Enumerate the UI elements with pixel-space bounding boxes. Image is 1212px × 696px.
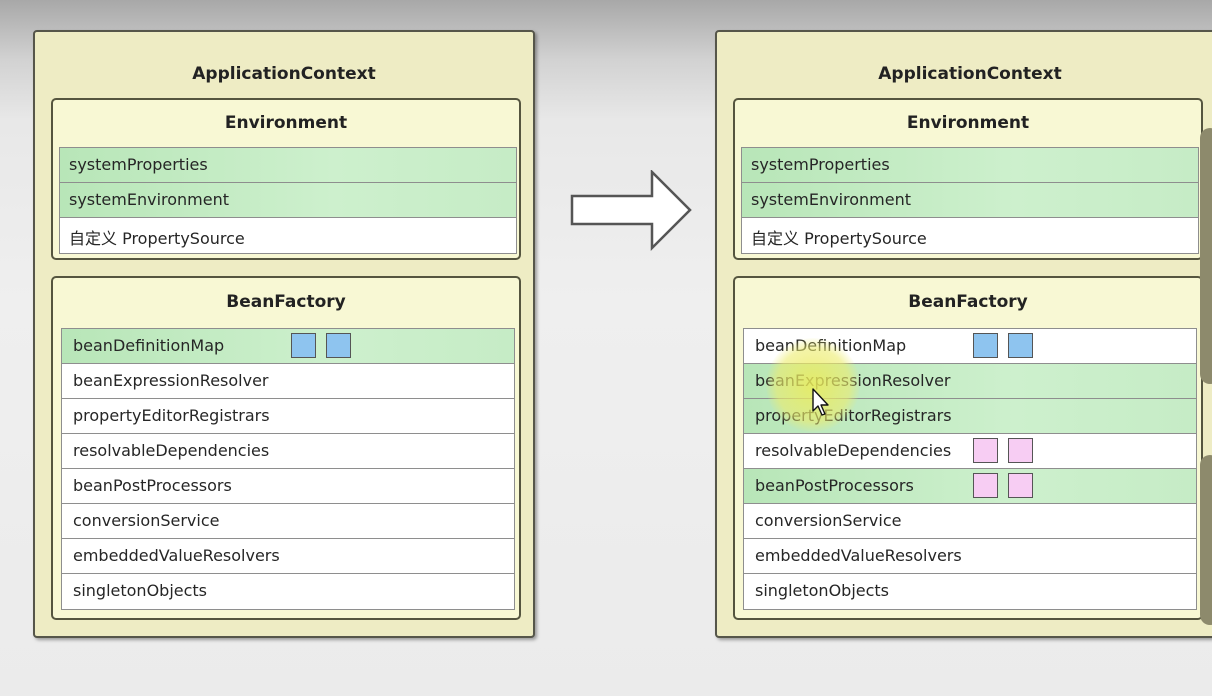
bf-row-embedded-value-resolvers: embeddedValueResolvers: [744, 539, 1196, 574]
application-context-title: ApplicationContext: [192, 64, 376, 84]
bean-definition-square: [291, 333, 316, 358]
mouse-cursor-icon: [812, 388, 832, 422]
row-label: beanDefinitionMap: [755, 336, 907, 355]
offscreen-shape: [1200, 128, 1212, 384]
row-label: beanPostProcessors: [73, 476, 232, 495]
row-label: 自定义 PropertySource: [751, 229, 927, 248]
bean-factory-title: BeanFactory: [908, 292, 1028, 312]
row-label: conversionService: [73, 511, 220, 530]
env-row-custom-property-source: 自定义 PropertySource: [742, 218, 1198, 253]
bf-row-singleton-objects: singletonObjects: [62, 574, 514, 609]
application-context-after: ApplicationContext Environment systemPro…: [715, 30, 1212, 638]
post-processor-square: [1008, 473, 1033, 498]
row-label: systemEnvironment: [751, 190, 912, 209]
bean-factory-group: BeanFactory beanDefinitionMap beanExpres…: [51, 276, 521, 620]
environment-group: Environment systemProperties systemEnvir…: [733, 98, 1203, 260]
row-label: resolvableDependencies: [73, 441, 270, 460]
bean-factory-group: BeanFactory beanDefinitionMap beanExpres…: [733, 276, 1203, 620]
environment-property-list: systemProperties systemEnvironment 自定义 P…: [741, 147, 1199, 254]
environment-title: Environment: [906, 113, 1030, 133]
row-label: resolvableDependencies: [755, 441, 952, 460]
dependency-square: [973, 438, 998, 463]
environment-title: Environment: [224, 113, 348, 133]
bean-factory-field-list: beanDefinitionMap beanExpressionResolver…: [61, 328, 515, 610]
row-label: conversionService: [755, 511, 902, 530]
env-row-system-environment: systemEnvironment: [742, 183, 1198, 218]
row-label: systemEnvironment: [69, 190, 230, 209]
row-label: systemProperties: [751, 155, 890, 174]
row-label: embeddedValueResolvers: [755, 546, 962, 565]
env-row-system-environment: systemEnvironment: [60, 183, 516, 218]
bf-row-bean-expression-resolver: beanExpressionResolver: [62, 364, 514, 399]
row-label: systemProperties: [69, 155, 208, 174]
env-row-system-properties: systemProperties: [742, 148, 1198, 183]
offscreen-shape: [1200, 455, 1212, 625]
bean-factory-field-list: beanDefinitionMap beanExpressionResolver…: [743, 328, 1197, 610]
post-processor-square: [973, 473, 998, 498]
row-label: embeddedValueResolvers: [73, 546, 280, 565]
bf-row-bean-definition-map: beanDefinitionMap: [744, 329, 1196, 364]
bf-row-bean-post-processors: beanPostProcessors: [744, 469, 1196, 504]
bean-definition-square: [326, 333, 351, 358]
bean-definition-square: [973, 333, 998, 358]
application-context-title: ApplicationContext: [878, 64, 1062, 84]
bf-row-bean-post-processors: beanPostProcessors: [62, 469, 514, 504]
bf-row-conversion-service: conversionService: [62, 504, 514, 539]
environment-property-list: systemProperties systemEnvironment 自定义 P…: [59, 147, 517, 254]
bf-row-property-editor-registrars: propertyEditorRegistrars: [62, 399, 514, 434]
row-label: beanExpressionResolver: [755, 371, 951, 390]
bf-row-resolvable-dependencies: resolvableDependencies: [744, 434, 1196, 469]
environment-group: Environment systemProperties systemEnvir…: [51, 98, 521, 260]
bf-row-conversion-service: conversionService: [744, 504, 1196, 539]
right-arrow-icon: [570, 168, 694, 256]
bf-row-embedded-value-resolvers: embeddedValueResolvers: [62, 539, 514, 574]
row-label: propertyEditorRegistrars: [755, 406, 952, 425]
bf-row-resolvable-dependencies: resolvableDependencies: [62, 434, 514, 469]
bf-row-singleton-objects: singletonObjects: [744, 574, 1196, 609]
row-label: singletonObjects: [755, 581, 890, 600]
env-row-system-properties: systemProperties: [60, 148, 516, 183]
row-label: beanExpressionResolver: [73, 371, 269, 390]
row-label: 自定义 PropertySource: [69, 229, 245, 248]
dependency-square: [1008, 438, 1033, 463]
row-label: beanDefinitionMap: [73, 336, 225, 355]
row-label: beanPostProcessors: [755, 476, 914, 495]
env-row-custom-property-source: 自定义 PropertySource: [60, 218, 516, 253]
bean-definition-square: [1008, 333, 1033, 358]
bf-row-bean-definition-map: beanDefinitionMap: [62, 329, 514, 364]
bean-factory-title: BeanFactory: [226, 292, 346, 312]
application-context-before: ApplicationContext Environment systemPro…: [33, 30, 535, 638]
row-label: propertyEditorRegistrars: [73, 406, 270, 425]
row-label: singletonObjects: [73, 581, 208, 600]
